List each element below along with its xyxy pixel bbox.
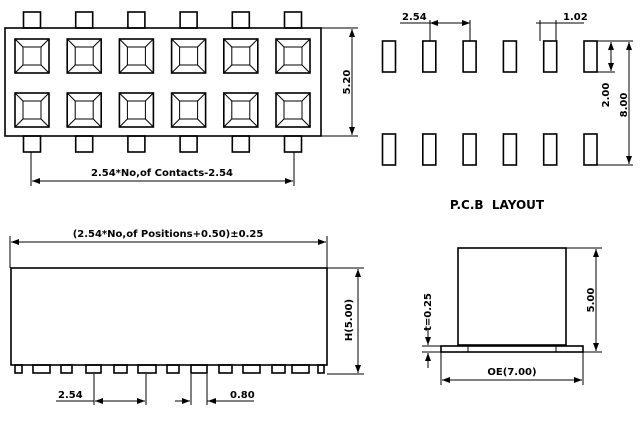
pcb-pad: [421, 133, 437, 166]
bottom-pin: [22, 135, 42, 153]
end-view-body: [457, 247, 567, 346]
pcb-pad: [542, 40, 558, 73]
bottom-pin: [179, 135, 198, 153]
socket-contact: [14, 38, 50, 74]
end-overall-dim: OE(7.00): [487, 367, 536, 378]
side-height-dim: H(5.00): [344, 299, 355, 341]
end-height-dim: 5.00: [586, 288, 597, 313]
pcb-pad: [583, 40, 598, 73]
socket-chamfer: [223, 92, 259, 128]
socket-chamfer: [66, 92, 102, 128]
side-lead-width-dim: 0.80: [230, 390, 255, 401]
top-view-body: [4, 27, 322, 137]
pcb-pitch-dim: 2.54: [402, 12, 427, 23]
pcb-pad: [502, 40, 518, 73]
side-lead: [137, 364, 157, 374]
pcb-pad: [462, 40, 477, 73]
socket-contact-inner: [74, 46, 94, 66]
socket-contact: [170, 92, 207, 128]
pcb-pad: [583, 133, 598, 166]
bottom-pin: [231, 135, 251, 153]
socket-contact: [223, 92, 259, 128]
side-lead: [32, 364, 51, 374]
top-pin: [127, 11, 146, 29]
socket-chamfer: [119, 38, 154, 74]
side-lead: [190, 364, 208, 374]
socket-contact-inner: [179, 46, 199, 66]
pcb-pad: [421, 40, 437, 73]
bottom-pin: [127, 135, 146, 153]
socket-contact: [66, 38, 102, 74]
side-length-dim: (2.54*No,of Positions+0.50)±0.25: [73, 229, 264, 240]
top-pin: [22, 11, 42, 29]
top-pin: [179, 11, 198, 29]
socket-contact: [118, 38, 155, 74]
socket-chamfer: [14, 92, 50, 128]
socket-chamfer: [275, 92, 311, 128]
top-pin: [74, 11, 94, 29]
pcb-layout-title: P.C.B LAYOUT: [450, 198, 545, 212]
pcb-pad-length-dim: 2.00: [601, 83, 612, 108]
socket-chamfer: [14, 38, 50, 74]
pcb-pad-width-dim: 1.02: [563, 12, 588, 23]
side-lead: [113, 364, 128, 374]
socket-contact: [170, 38, 207, 74]
socket-contact-inner: [179, 100, 199, 120]
end-view-base: [440, 345, 584, 353]
socket-contact-inner: [22, 100, 42, 120]
pcb-pad: [502, 133, 518, 166]
top-height-dim: 5.20: [342, 70, 353, 95]
socket-contact: [66, 92, 102, 128]
side-pitch-dim: 2.54: [58, 390, 83, 401]
socket-chamfer: [66, 38, 102, 74]
side-view: (2.54*No,of Positions+0.50)±0.25 H(5.00)…: [9, 229, 364, 405]
bottom-pin: [74, 135, 94, 153]
socket-chamfer: [119, 92, 154, 128]
socket-contact-inner: [283, 46, 303, 66]
socket-chamfer: [223, 38, 259, 74]
bottom-pin: [283, 135, 303, 153]
side-lead: [291, 364, 310, 374]
end-thickness-dim: t=0.25: [423, 293, 434, 331]
side-lead: [166, 364, 180, 374]
socket-contact-inner: [283, 100, 303, 120]
socket-contact-inner: [231, 100, 251, 120]
socket-contact-inner: [126, 46, 146, 66]
pcb-pad: [462, 133, 477, 166]
side-view-body: [10, 267, 328, 366]
side-lead: [14, 364, 23, 374]
socket-contact: [14, 92, 50, 128]
socket-chamfer: [275, 38, 311, 74]
socket-contact-inner: [22, 46, 42, 66]
side-lead: [317, 364, 325, 374]
socket-contact-inner: [74, 100, 94, 120]
side-lead: [218, 364, 233, 374]
socket-chamfer: [171, 92, 206, 128]
socket-contact-inner: [126, 100, 146, 120]
top-view: 5.20 2.54*No,of Contacts-2.54: [4, 11, 358, 186]
socket-contact: [275, 92, 311, 128]
pcb-pad: [542, 133, 558, 166]
top-pin: [231, 11, 251, 29]
top-width-dim: 2.54*No,of Contacts-2.54: [91, 168, 233, 179]
socket-contact: [275, 38, 311, 74]
pcb-pad: [381, 133, 397, 166]
end-view: 5.00 t=0.25 OE(7.00): [422, 247, 602, 385]
pcb-row-span-dim: 8.00: [619, 93, 630, 118]
socket-contact: [118, 92, 155, 128]
side-lead: [85, 364, 102, 374]
socket-contact: [223, 38, 259, 74]
top-pin: [283, 11, 303, 29]
side-lead: [60, 364, 73, 374]
socket-contact-inner: [231, 46, 251, 66]
pcb-layout: 2.54 1.02 2.00 8.00 P.C.B LAYOUT: [381, 12, 633, 212]
pcb-pad: [381, 40, 397, 73]
side-lead: [271, 364, 286, 374]
socket-chamfer: [171, 38, 206, 74]
side-lead: [242, 364, 261, 374]
